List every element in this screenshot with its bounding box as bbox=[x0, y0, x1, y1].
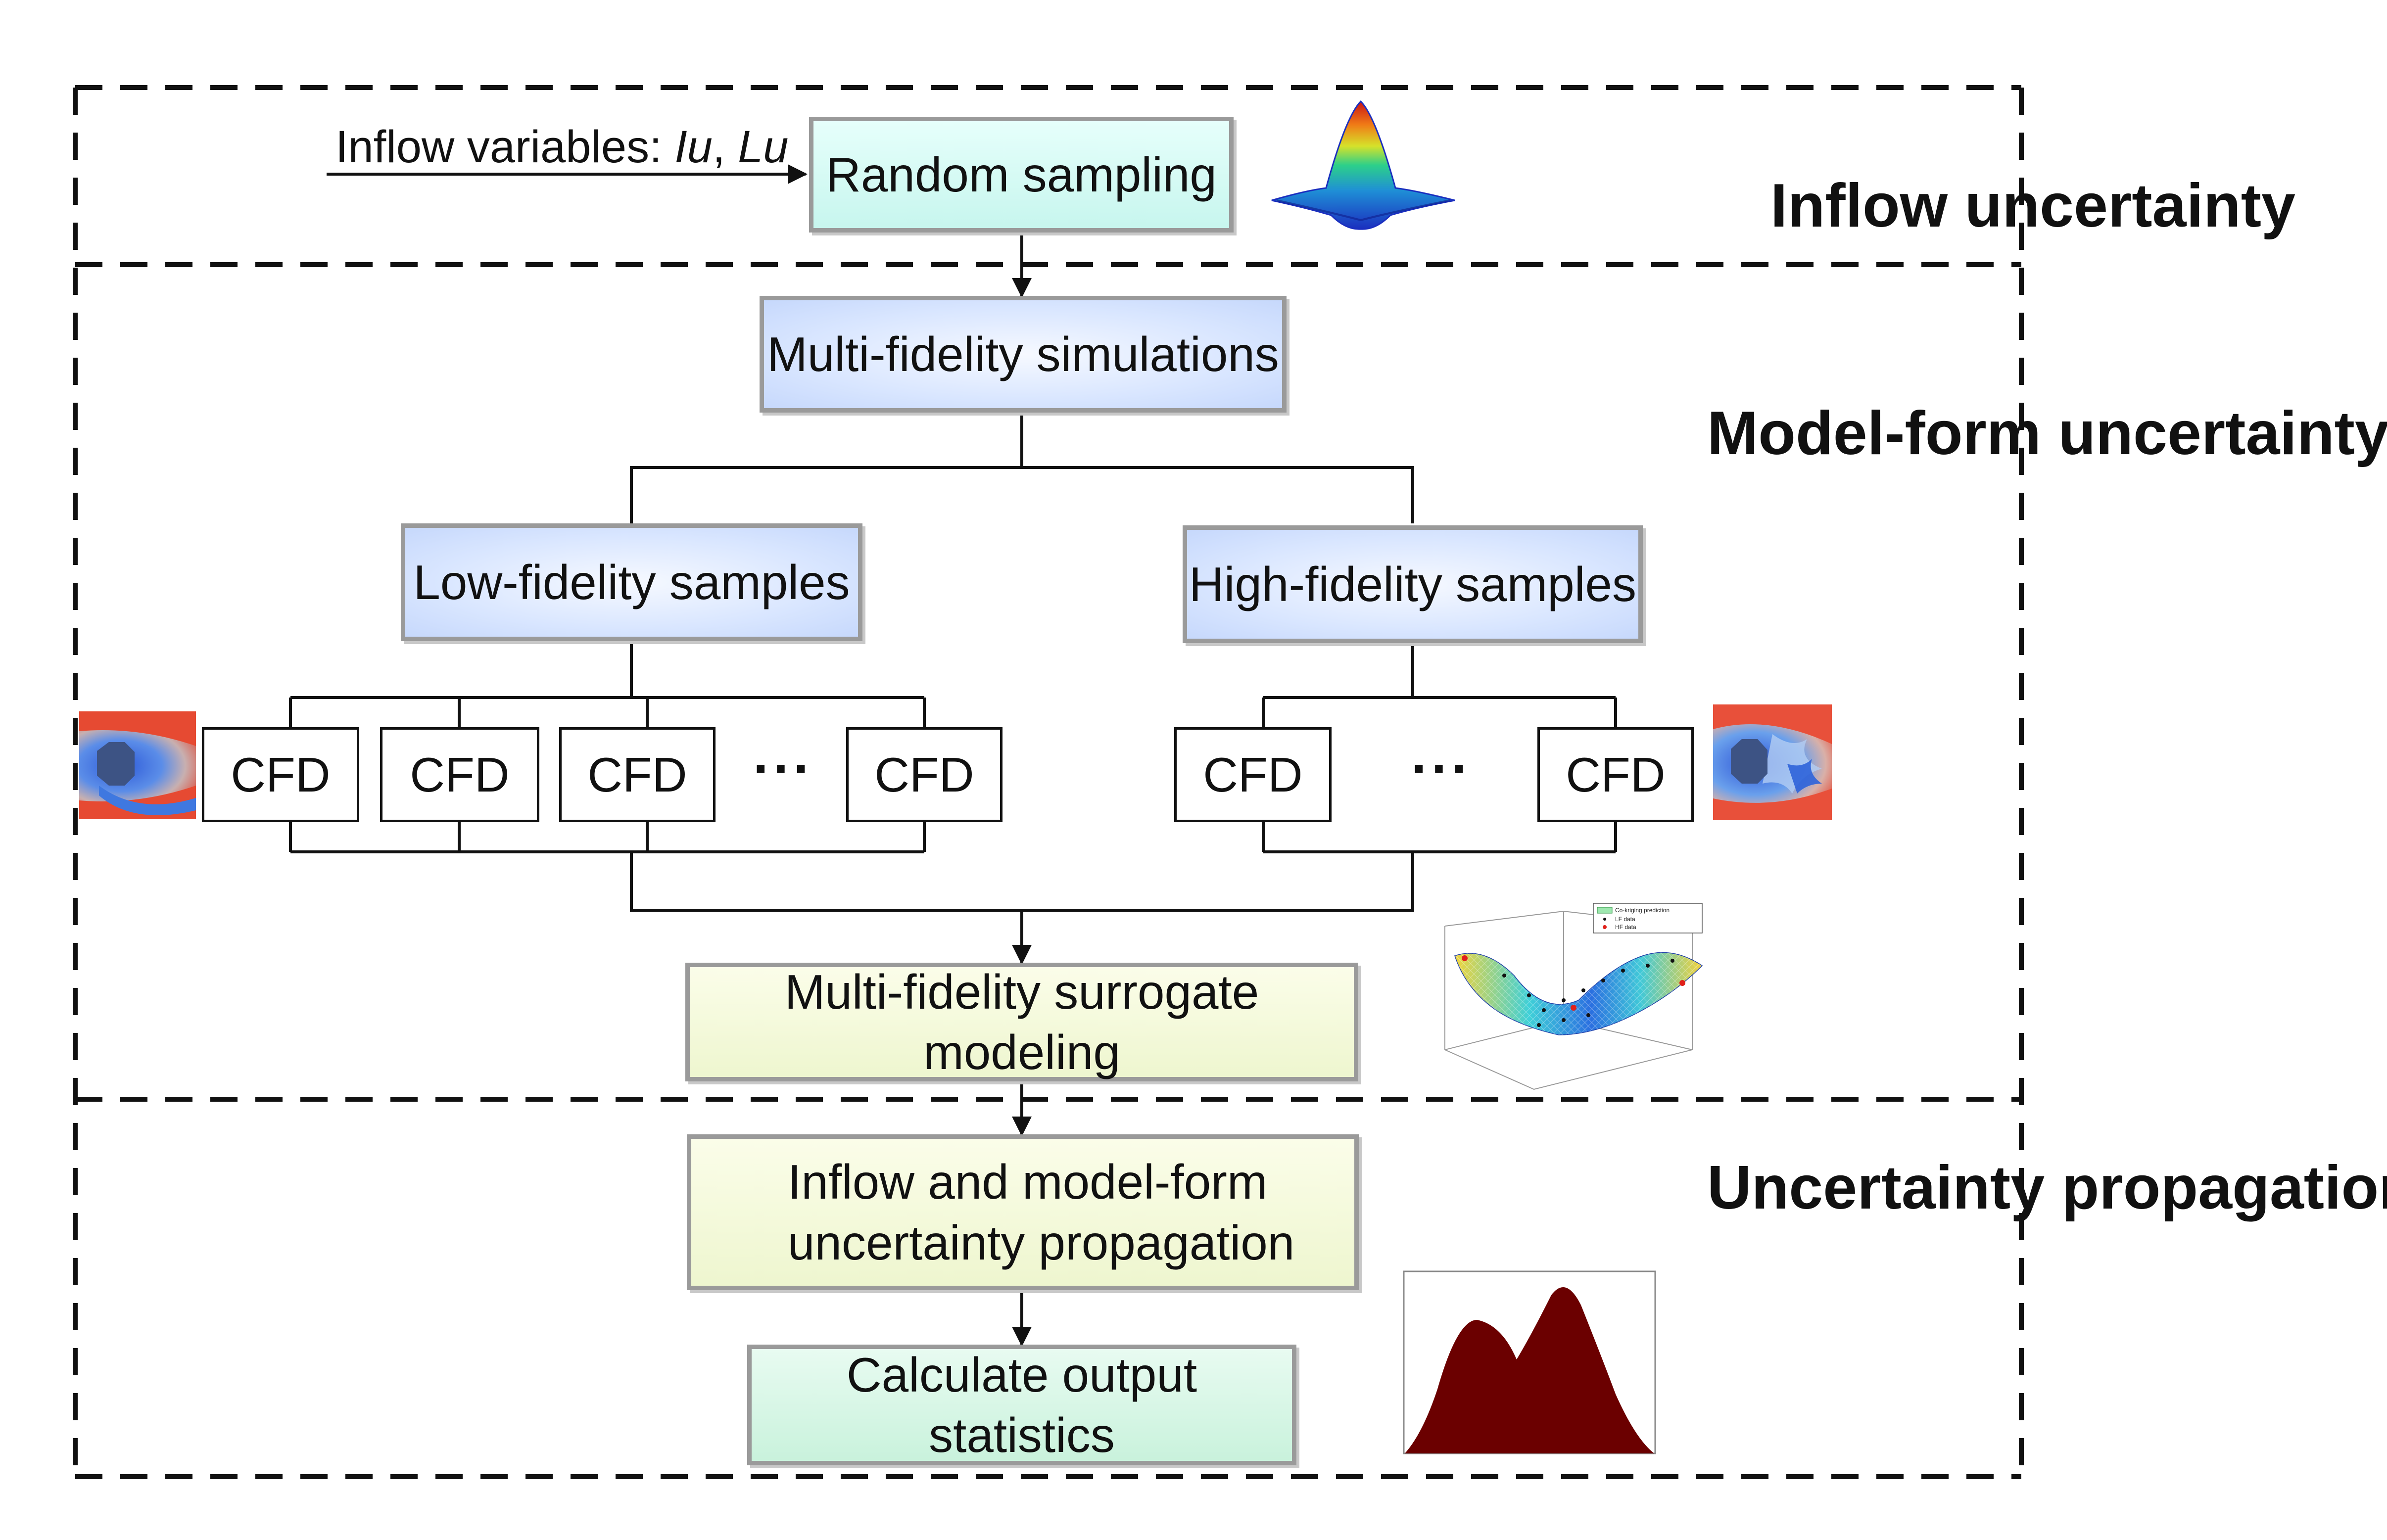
propagation-box: Inflow and model-form uncertainty propag… bbox=[687, 1134, 1359, 1290]
output-statistics-label: Calculate output statistics bbox=[846, 1347, 1197, 1463]
bluff-body bbox=[1731, 739, 1767, 784]
stage-label-model-form-text: Model-form uncertainty bbox=[1707, 399, 2387, 467]
bluff-body bbox=[97, 742, 135, 786]
lf-data-points bbox=[1502, 959, 1674, 1027]
cfd-label: CFD bbox=[231, 747, 331, 802]
inflow-variables-label: Inflow variables: Iu, Lu bbox=[335, 121, 788, 173]
legend-hf-data: HF data bbox=[1615, 924, 1636, 931]
cfd-flow-field-thumbnail-lf bbox=[79, 711, 196, 819]
cfd-box-lf-3: CFD bbox=[559, 727, 716, 822]
cfd-box-hf-1: CFD bbox=[1174, 727, 1332, 822]
density-area bbox=[1405, 1287, 1654, 1453]
lf-ellipsis: ··· bbox=[753, 737, 813, 800]
gaussian-surface-icon bbox=[1271, 100, 1455, 230]
low-fidelity-samples-label: Low-fidelity samples bbox=[413, 555, 850, 609]
split-connector-hf bbox=[1022, 466, 1414, 523]
flow-connectors bbox=[289, 164, 1617, 1347]
legend-lf-data: LF data bbox=[1615, 916, 1635, 923]
cfd-box-lf-2: CFD bbox=[380, 727, 539, 822]
cfd-box-lf-1: CFD bbox=[202, 727, 359, 822]
cfd-flow-field-thumbnail-hf bbox=[1713, 704, 1832, 820]
lf-merge-connector bbox=[630, 852, 1414, 912]
hf-data-points bbox=[1462, 955, 1685, 1011]
inflow-var-iu: Iu bbox=[674, 122, 713, 172]
plot-legend: Co-kriging prediction LF data HF data bbox=[1593, 903, 1703, 933]
stage-label-inflow: Inflow uncertainty bbox=[1770, 171, 2295, 241]
cfd-label: CFD bbox=[410, 747, 510, 802]
multi-fidelity-simulations-label: Multi-fidelity simulations bbox=[767, 327, 1279, 381]
cfd-label: CFD bbox=[874, 747, 974, 802]
bimodal-distribution-plot bbox=[1403, 1270, 1656, 1454]
random-sampling-box: Random sampling bbox=[809, 117, 1234, 233]
cfd-box-lf-4: CFD bbox=[846, 727, 1003, 822]
high-fidelity-samples-label: High-fidelity samples bbox=[1189, 557, 1637, 611]
surrogate-modeling-label: Multi-fidelity surrogate modeling bbox=[784, 964, 1259, 1080]
dashed-section-frames bbox=[73, 85, 2024, 1479]
cfd-box-hf-2: CFD bbox=[1537, 727, 1694, 822]
cfd-label: CFD bbox=[1203, 747, 1303, 802]
stage-label-inflow-text: Inflow uncertainty bbox=[1770, 172, 2295, 240]
surrogate-modeling-box: Multi-fidelity surrogate modeling bbox=[685, 963, 1358, 1081]
surrogate-surface-plot: Co-kriging prediction LF data HF data bbox=[1444, 903, 1703, 1090]
output-statistics-box: Calculate output statistics bbox=[747, 1345, 1296, 1465]
cfd-label: CFD bbox=[587, 747, 687, 802]
propagation-label-line2: uncertainty propagation bbox=[788, 1215, 1295, 1270]
stage-label-model-form: Model-form uncertainty bbox=[1707, 398, 2387, 468]
propagation-label-line1: Inflow and model-form bbox=[788, 1155, 1268, 1209]
legend-cokriging: Co-kriging prediction bbox=[1615, 907, 1670, 914]
random-sampling-label: Random sampling bbox=[826, 147, 1217, 202]
high-fidelity-samples-box: High-fidelity samples bbox=[1183, 525, 1643, 643]
stage-label-propagation-text: Uncertainty propagation bbox=[1707, 1154, 2387, 1222]
ellipsis-text: ··· bbox=[1411, 738, 1472, 799]
low-fidelity-samples-box: Low-fidelity samples bbox=[401, 523, 862, 641]
ellipsis-text: ··· bbox=[753, 738, 813, 799]
multi-fidelity-simulations-box: Multi-fidelity simulations bbox=[760, 296, 1287, 413]
inflow-label-prefix: Inflow variables: bbox=[335, 122, 675, 172]
inflow-separator: , bbox=[712, 122, 738, 172]
cfd-label: CFD bbox=[1566, 747, 1666, 802]
split-connector bbox=[630, 412, 1023, 523]
inflow-var-lu: Lu bbox=[738, 122, 789, 172]
hf-ellipsis: ··· bbox=[1411, 737, 1472, 800]
stage-label-propagation: Uncertainty propagation bbox=[1707, 1153, 2387, 1223]
